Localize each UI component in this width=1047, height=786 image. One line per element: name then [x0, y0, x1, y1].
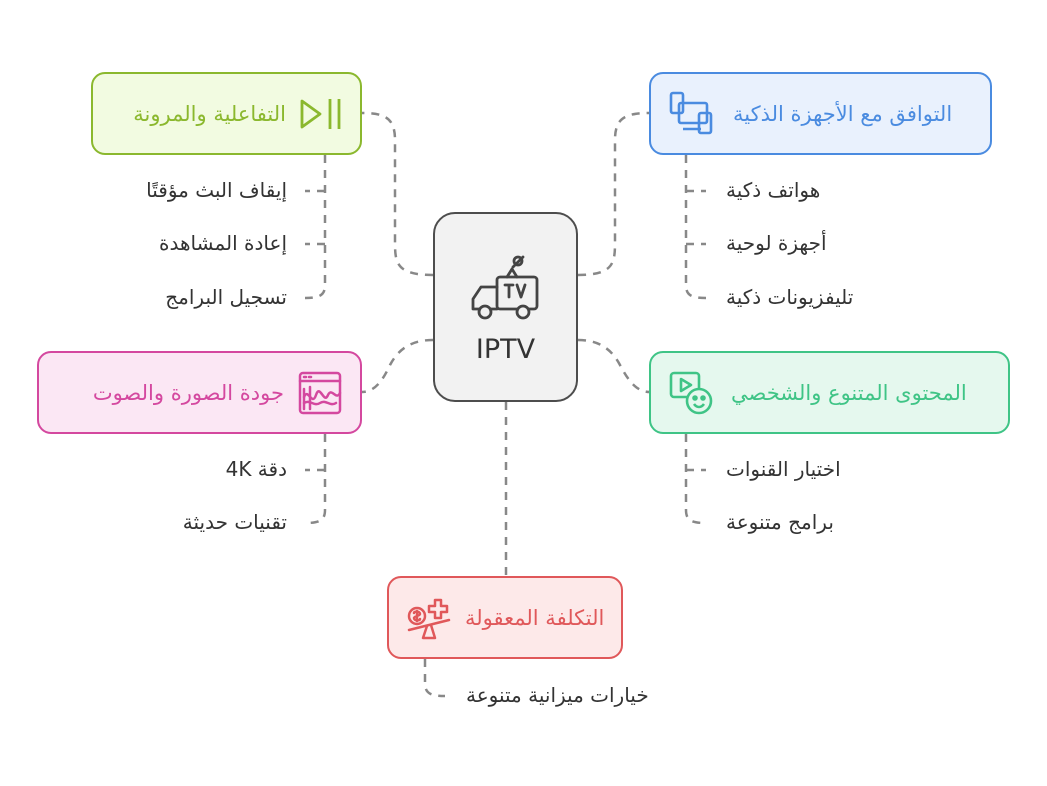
node-interactivity-title: التفاعلية والمرونة: [133, 101, 286, 126]
leaf-modern-tech: تقنيات حديثة: [182, 510, 287, 534]
node-devices: التوافق مع الأجهزة الذكية: [649, 72, 992, 155]
connector-interactivity-leaves: [304, 155, 327, 300]
connector-devices: [577, 111, 651, 277]
leaf-smart-tvs: تليفزيونات ذكية: [726, 285, 854, 309]
connector-interactivity: [361, 111, 434, 277]
leaf-budget-options: خيارات ميزانية متنوعة: [466, 683, 649, 707]
node-content: المحتوى المتنوع والشخصي: [649, 351, 1010, 434]
tv-van-icon: [471, 255, 539, 320]
node-cost-title: التكلفة المعقولة: [465, 605, 605, 630]
node-quality-title: جودة الصورة والصوت: [92, 380, 284, 405]
leaf-4k: دقة 4K: [225, 457, 287, 481]
leaf-varied-programs: برامج متنوعة: [726, 510, 834, 534]
center-label: IPTV: [475, 334, 536, 365]
connector-quality: [361, 338, 434, 394]
play-pause-icon: [298, 96, 344, 132]
node-quality: جودة الصورة والصوت: [37, 351, 362, 434]
connector-devices-leaves: [684, 155, 707, 300]
node-cost: التكلفة المعقولة: [387, 576, 623, 659]
cost-scale-icon: [405, 594, 453, 642]
leaf-record: تسجيل البرامج: [165, 285, 287, 309]
devices-icon: [667, 89, 717, 139]
leaf-pause: إيقاف البث مؤقتًا: [146, 178, 287, 202]
node-devices-title: التوافق مع الأجهزة الذكية: [733, 101, 953, 126]
leaf-tablets: أجهزة لوحية: [726, 231, 827, 255]
personalized-video-icon: [667, 369, 715, 417]
connector-content-leaves: [684, 434, 707, 525]
node-interactivity: التفاعلية والمرونة: [91, 72, 362, 155]
connector-cost-leaves: [423, 659, 446, 698]
leaf-replay: إعادة المشاهدة: [159, 231, 287, 255]
leaf-channel-choice: اختيار القنوات: [726, 457, 841, 481]
center-node: IPTV: [433, 212, 578, 402]
audio-wave-icon: [296, 369, 344, 417]
node-content-title: المحتوى المتنوع والشخصي: [731, 380, 967, 405]
connector-quality-leaves: [304, 434, 327, 525]
leaf-smartphones: هواتف ذكية: [726, 178, 821, 202]
connector-content: [577, 338, 651, 394]
